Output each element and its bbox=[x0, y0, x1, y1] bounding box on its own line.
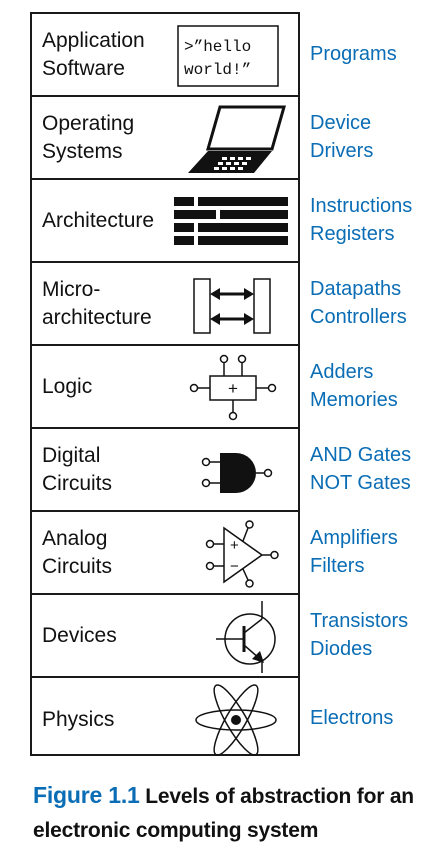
level-name: Micro- architecture bbox=[42, 277, 152, 329]
example-label: Diodes bbox=[310, 637, 373, 660]
level-analog-circuits: Analog Circuits + − bbox=[32, 512, 298, 595]
adder-icon: + bbox=[189, 354, 277, 421]
hello-world-code-icon: >”hello world!” bbox=[177, 25, 279, 87]
level-name: Devices bbox=[42, 623, 117, 647]
op-amp-icon: + − bbox=[205, 520, 279, 588]
level-name: Digital Circuits bbox=[42, 443, 113, 495]
example-label: Transistors bbox=[310, 609, 409, 632]
laptop-icon bbox=[188, 105, 286, 173]
level-application-software: Application Software >”hello world!” bbox=[32, 14, 298, 97]
level-name: Operating Systems bbox=[42, 111, 135, 163]
example-label: Filters bbox=[310, 554, 365, 577]
examples-logic: Adders Memories bbox=[310, 344, 440, 427]
level-architecture: Architecture bbox=[32, 180, 298, 263]
instruction-bars-icon bbox=[174, 197, 288, 245]
examples-digital-circuits: AND Gates NOT Gates bbox=[310, 427, 440, 510]
example-label: Adders bbox=[310, 360, 374, 383]
example-label: Instructions bbox=[310, 194, 413, 217]
figure-caption: Figure 1.1 Levels of abstraction for an … bbox=[33, 778, 433, 848]
examples-analog-circuits: Amplifiers Filters bbox=[310, 510, 440, 593]
figure-label: Figure 1.1 bbox=[33, 782, 140, 808]
example-label: Drivers bbox=[310, 139, 374, 162]
code-line-1: >”hello bbox=[184, 38, 251, 56]
level-operating-systems: Operating Systems bbox=[32, 97, 298, 180]
examples-application-software: Programs bbox=[310, 12, 440, 95]
example-label: Controllers bbox=[310, 305, 407, 328]
level-devices: Devices bbox=[32, 595, 298, 678]
level-microarchitecture: Micro- architecture bbox=[32, 263, 298, 346]
level-physics: Physics bbox=[32, 678, 298, 761]
example-label: Amplifiers bbox=[310, 526, 398, 549]
example-label: Programs bbox=[310, 42, 397, 65]
level-name: Logic bbox=[42, 374, 93, 398]
level-logic: Logic + bbox=[32, 346, 298, 429]
level-name: Physics bbox=[42, 707, 115, 731]
opamp-minus-label: − bbox=[230, 558, 239, 575]
adder-plus-label: + bbox=[228, 379, 238, 398]
opamp-plus-label: + bbox=[230, 537, 239, 554]
example-label: Electrons bbox=[310, 706, 394, 729]
example-label: Registers bbox=[310, 222, 395, 245]
example-label: Device bbox=[310, 111, 372, 134]
examples-operating-systems: Device Drivers bbox=[310, 95, 440, 178]
atom-icon bbox=[195, 684, 277, 756]
examples-devices: Transistors Diodes bbox=[310, 593, 440, 676]
figure-caption-text: Levels of abstraction for an electronic … bbox=[33, 785, 414, 842]
example-label: Datapaths bbox=[310, 277, 402, 300]
level-digital-circuits: Digital Circuits bbox=[32, 429, 298, 512]
examples-architecture: Instructions Registers bbox=[310, 178, 440, 261]
code-line-2: world!” bbox=[184, 61, 251, 79]
example-label: Memories bbox=[310, 388, 398, 411]
example-label: NOT Gates bbox=[310, 471, 411, 494]
examples-microarchitecture: Datapaths Controllers bbox=[310, 261, 440, 344]
level-name: Analog Circuits bbox=[42, 526, 113, 578]
and-gate-icon bbox=[201, 453, 273, 493]
level-name: Architecture bbox=[42, 208, 155, 232]
level-name: Application Software bbox=[42, 28, 145, 80]
example-label: AND Gates bbox=[310, 443, 412, 466]
transistor-icon bbox=[216, 601, 276, 673]
abstraction-stack: Application Software >”hello world!” Ope… bbox=[30, 12, 300, 756]
examples-physics: Electrons bbox=[310, 676, 440, 759]
datapath-icon bbox=[193, 278, 271, 334]
